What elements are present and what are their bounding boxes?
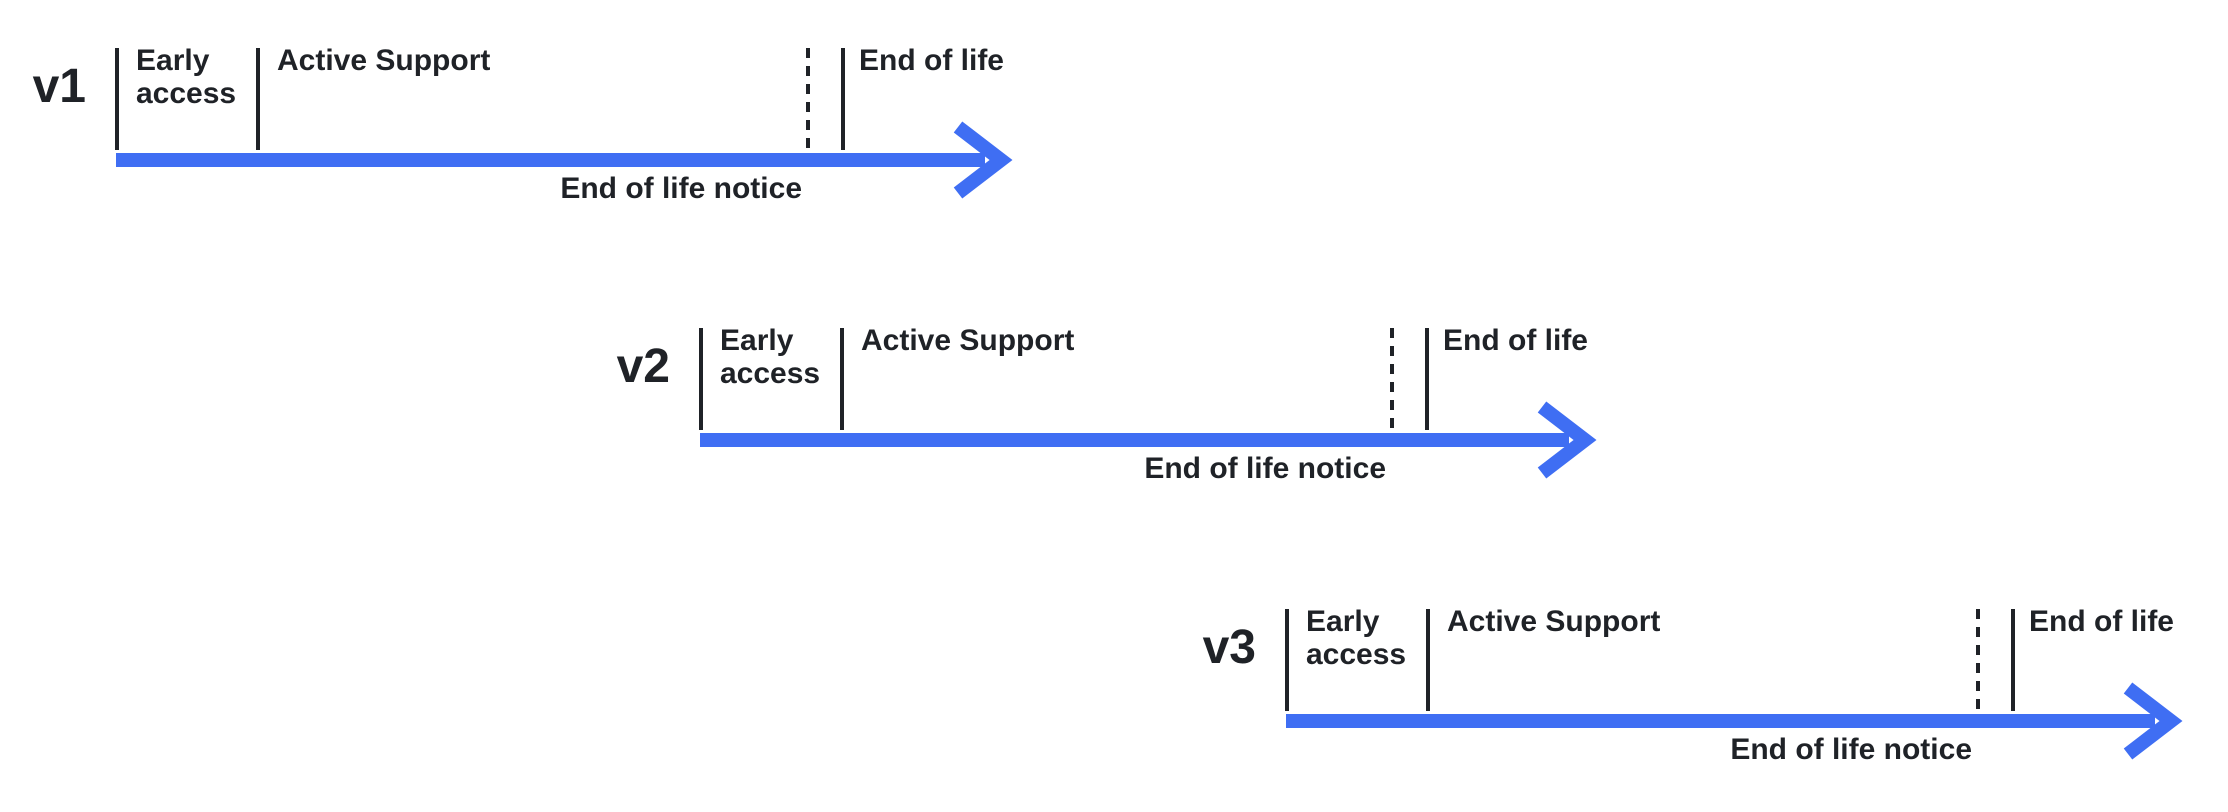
version-label: v3 (1202, 621, 1256, 674)
end-of-life-tick (2011, 609, 2015, 711)
active-support-label: Active Support (277, 44, 491, 77)
early-access-label: Early access (136, 44, 237, 110)
early-access-label: Early access (720, 324, 821, 390)
active-support-start-tick (1426, 609, 1430, 711)
active-support-start-tick (840, 328, 844, 430)
end-of-life-label: End of life (1443, 324, 1588, 357)
version-label: v1 (32, 60, 86, 113)
early-access-start-tick (115, 48, 119, 150)
end-of-life-label: End of life (859, 44, 1004, 77)
active-support-start-tick (256, 48, 260, 150)
timeline-v3: v3 Early access Active Support End of li… (1170, 561, 2228, 776)
early-access-start-tick (699, 328, 703, 430)
end-of-life-notice-label: End of life notice (1730, 733, 1972, 766)
active-support-label: Active Support (1447, 605, 1661, 638)
end-of-life-notice-label: End of life notice (1144, 452, 1386, 485)
timeline-arrow (700, 401, 1597, 479)
end-of-life-label: End of life (2029, 605, 2174, 638)
end-of-life-notice-dashed-tick (1390, 328, 1394, 428)
early-access-start-tick (1285, 609, 1289, 711)
timeline-v2: v2 Early access Active Support End of li… (584, 280, 1644, 495)
early-access-label: Early access (1306, 605, 1407, 671)
end-of-life-tick (841, 48, 845, 150)
end-of-life-notice-dashed-tick (1976, 609, 1980, 709)
timeline-v1: v1 Early access Active Support End of li… (0, 0, 1060, 215)
version-label: v2 (616, 340, 670, 393)
end-of-life-notice-label: End of life notice (560, 172, 802, 205)
end-of-life-tick (1425, 328, 1429, 430)
timeline-arrow (116, 121, 1013, 199)
active-support-label: Active Support (861, 324, 1075, 357)
timeline-arrow (1286, 682, 2183, 760)
end-of-life-notice-dashed-tick (806, 48, 810, 148)
